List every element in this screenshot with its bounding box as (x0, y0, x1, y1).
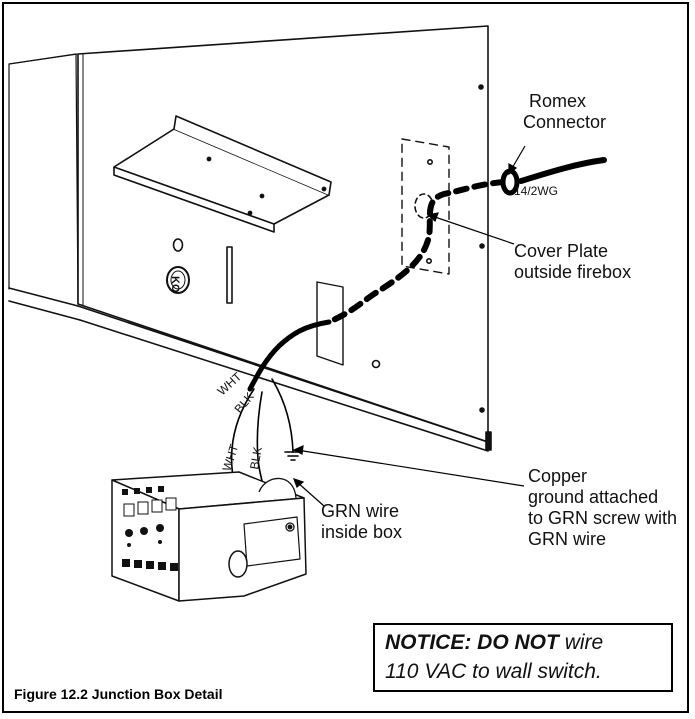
wht-upper-label: WHT (215, 369, 245, 398)
blk-upper-label: BLK (232, 390, 257, 416)
grn-line-2: inside box (321, 522, 403, 542)
notice-line-2: 110 VAC to wall switch. (385, 660, 602, 683)
wire-gauge-label: 14/2WG (514, 184, 559, 198)
floor-edge-2 (8, 300, 81, 321)
copper-ground-wire (271, 378, 294, 453)
wall-corner-post (485, 431, 492, 451)
junction-box (111, 471, 307, 602)
romex-cable (518, 157, 607, 184)
copper-ground-label: Copper ground attached to GRN screw with… (528, 466, 677, 550)
notice-line-1: NOTICE: DO NOT wire (385, 628, 671, 657)
romex-line-1: Romex (529, 91, 587, 111)
back-wall-panel (77, 25, 489, 443)
blk-lower-label: BLK (247, 446, 265, 471)
copper-line-2: ground attached (528, 487, 659, 507)
notice-rest: wire (564, 631, 604, 654)
floor-edge-1 (8, 287, 79, 307)
copper-line-1: Copper (528, 466, 588, 486)
leader-cover (431, 215, 515, 245)
leader-grn (296, 481, 325, 507)
notice-box: NOTICE: DO NOT wire 110 VAC to wall swit… (373, 623, 673, 692)
figure-caption: Figure 12.2 Junction Box Detail (14, 686, 223, 702)
grn-wire-label: GRN wire inside box (321, 501, 402, 543)
notice-prefix: NOTICE: (385, 631, 472, 654)
terminal-blocks (122, 486, 178, 571)
cover-plate-outline (401, 138, 450, 275)
grn-line-1: GRN wire (321, 501, 400, 521)
cover-plate-label: Cover Plate outside firebox (514, 241, 631, 283)
romex-hidden-run (326, 179, 507, 325)
wall-slot (226, 246, 233, 304)
cable-through-opening (247, 319, 332, 392)
leader-copper (296, 449, 525, 487)
cover-line-2: outside firebox (514, 262, 632, 282)
cover-line-1: Cover Plate (514, 241, 609, 261)
copper-line-3: to GRN screw with (528, 508, 678, 528)
romex-line-2: Connector (523, 112, 607, 132)
side-wall (8, 53, 79, 305)
ko-label: KO (169, 276, 181, 293)
ground-symbol (284, 451, 302, 461)
copper-line-4: GRN wire (528, 529, 607, 549)
figure-frame: WHT BLK WHT BLK KO Romex Connector 14/2W… (2, 2, 689, 713)
romex-connector-label: Romex Connector (523, 91, 606, 133)
junction-box-diagram: WHT BLK WHT BLK KO (8, 25, 607, 602)
wht-lower-label: WHT (220, 442, 242, 473)
knockout-ko (166, 266, 190, 294)
firebox-top-edge (8, 53, 79, 65)
notice-emphasis: DO NOT (477, 631, 559, 654)
